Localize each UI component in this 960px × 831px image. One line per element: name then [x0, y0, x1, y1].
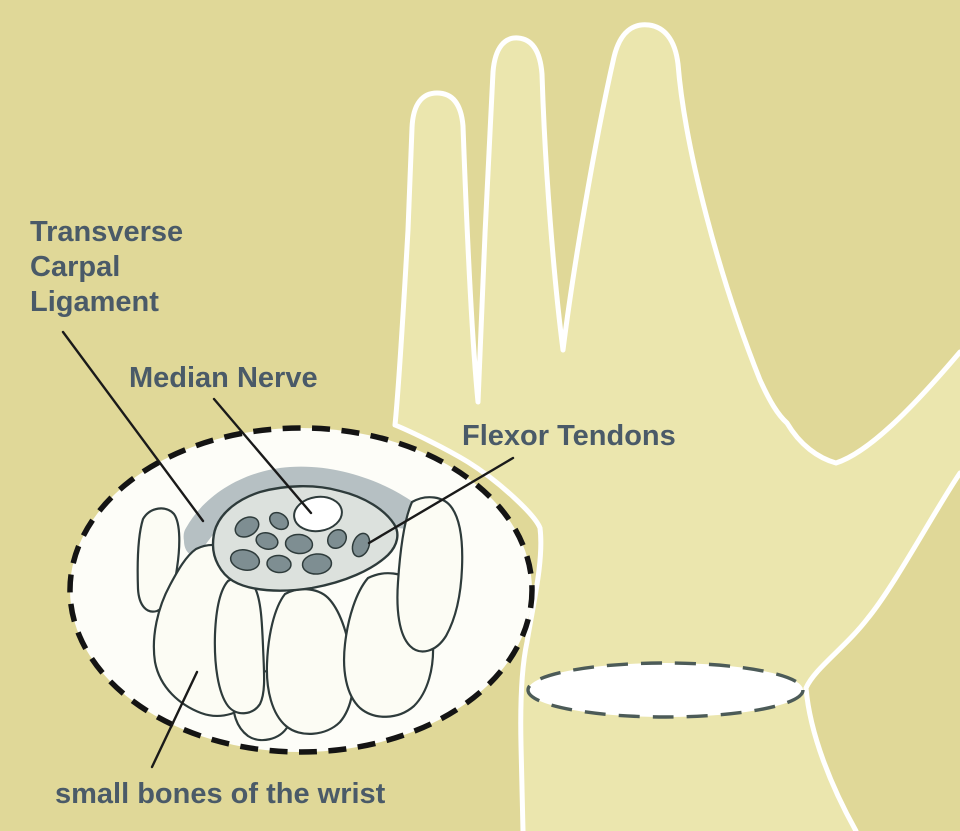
hand-outline — [392, 22, 960, 831]
flexor-tendon-dot — [266, 554, 292, 574]
label-flexor-tendons: Flexor Tendons — [462, 420, 676, 452]
wrist-bone — [265, 588, 355, 735]
transverse-carpal-ligament-shape — [183, 466, 427, 556]
flexor-tendon-dot — [326, 528, 348, 550]
flexor-tendon-dot — [301, 553, 333, 575]
wrist-marker-ellipse — [526, 661, 805, 719]
flexor-tendon-dot — [284, 533, 314, 555]
flexor-tendon-dot — [255, 532, 279, 550]
flexor-tendon-dot — [234, 516, 260, 538]
hand-shape — [395, 24, 960, 831]
wrist-bone — [396, 496, 464, 653]
flexor-tendon-dot — [268, 511, 290, 531]
flexor-tendons-group — [229, 511, 371, 575]
wrist-bone — [213, 576, 266, 715]
label-transverse-carpal-ligament: Transverse Carpal Ligament — [30, 216, 184, 318]
label-median-nerve: Median Nerve — [129, 362, 318, 394]
flexor-tendon-dot — [351, 532, 371, 558]
leader-line-ligament — [61, 330, 205, 523]
wrist-bones-group — [136, 496, 464, 742]
cross-section-inset — [67, 425, 535, 755]
leader-line-flexor-tendons — [367, 456, 515, 545]
label-small-bones-of-the-wrist: small bones of the wrist — [55, 778, 386, 810]
leader-line-median-nerve — [212, 397, 313, 515]
flexor-tendon-dot — [229, 549, 261, 571]
leader-line-small-bones — [150, 670, 199, 769]
